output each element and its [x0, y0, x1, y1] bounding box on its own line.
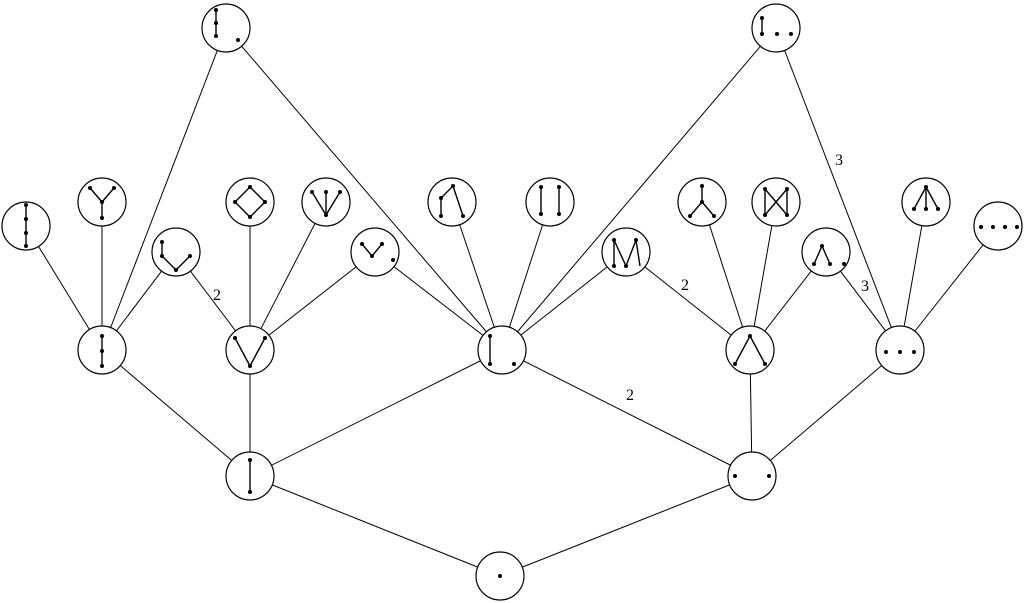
- node-claw: [901, 177, 951, 227]
- edge: [501, 349, 753, 477]
- edge: [501, 201, 551, 351]
- edge: [249, 349, 503, 477]
- node-lambda-shape: [725, 325, 775, 375]
- edges-layer: [25, 27, 999, 577]
- node-three-prong-v: [301, 177, 351, 227]
- nodes-layer: [1, 3, 1023, 601]
- edge: [101, 27, 227, 351]
- node-chain-2-plus-point: [477, 325, 527, 375]
- edge-label: 2: [213, 287, 221, 304]
- node-antichain-4: [973, 201, 1023, 251]
- edge: [225, 27, 503, 351]
- node-n-zigzag: [427, 177, 477, 227]
- node-chain-3-plus-point: [201, 3, 251, 53]
- node-y-shape: [77, 177, 127, 227]
- edge-label: 3: [835, 152, 843, 169]
- node-inverted-y: [677, 177, 727, 227]
- edge-label: 2: [626, 387, 634, 404]
- node-two-chains-2: [525, 177, 575, 227]
- node-v-shape: [225, 325, 275, 375]
- node-antichain-3: [875, 325, 925, 375]
- edge: [625, 251, 751, 351]
- node-chain-2: [225, 451, 275, 501]
- edge: [374, 251, 503, 351]
- edge: [899, 201, 927, 351]
- edge: [249, 201, 327, 351]
- node-diamond: [225, 177, 275, 227]
- edge: [749, 201, 777, 351]
- node-chain-4: [1, 201, 51, 251]
- edge: [499, 475, 753, 577]
- edge: [775, 27, 901, 351]
- node-lambda-plus-point: [801, 227, 851, 277]
- node-chain-2-plus-2-points: [751, 3, 801, 53]
- node-bowtie: [751, 177, 801, 227]
- node-single-point: [475, 551, 525, 601]
- edge: [249, 475, 501, 577]
- edge: [899, 225, 999, 351]
- edge-label: 3: [861, 278, 869, 295]
- node-w-zigzag: [601, 227, 651, 277]
- edge-label: 2: [681, 277, 689, 294]
- node-v-plus-point: [350, 227, 400, 277]
- node-antichain-2: [727, 451, 777, 501]
- edge: [451, 201, 503, 351]
- node-v-with-tail: [151, 227, 201, 277]
- edge: [249, 251, 376, 351]
- edge: [101, 349, 251, 477]
- edge-labels-layer: 2 3 2 3 2: [213, 152, 869, 404]
- edge: [701, 201, 751, 351]
- edge: [751, 349, 901, 477]
- edge: [501, 27, 777, 351]
- node-chain-3: [77, 325, 127, 375]
- edge: [501, 251, 627, 351]
